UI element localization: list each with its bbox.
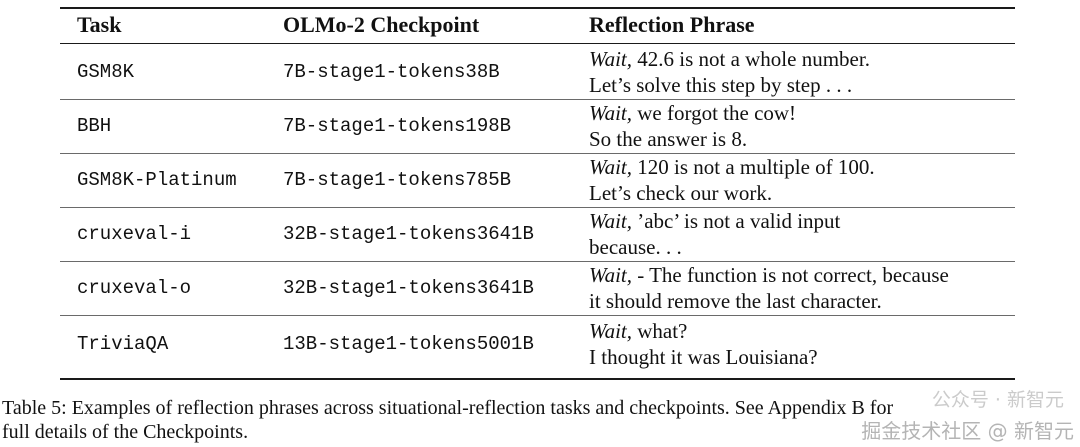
reflection-phrase-cell: Wait, - The function is not correct, bec…: [589, 262, 949, 314]
phrase-text: - The function is not correct, because: [631, 263, 949, 287]
phrase-text: 42.6 is not a whole number.: [631, 47, 870, 71]
caption-line: full details of the Checkpoints.: [2, 421, 249, 443]
table-bottom-rule: [60, 378, 1015, 380]
caption-line: Table 5: Examples of reflection phrases …: [2, 397, 894, 419]
phrase-text: we forgot the cow!: [631, 101, 797, 125]
phrase-text: 120 is not a multiple of 100.: [631, 155, 875, 179]
row-divider: [60, 261, 1015, 262]
task-cell: GSM8K: [77, 61, 135, 83]
phrase-text: So the answer is 8.: [589, 127, 748, 151]
wait-word: Wait,: [589, 155, 632, 179]
table-header-rule: [60, 43, 1015, 44]
reflection-phrase-cell: Wait, 42.6 is not a whole number. Let’s …: [589, 46, 870, 98]
phrase-text: ’abc’ is not a valid input: [631, 209, 841, 233]
row-divider: [60, 315, 1015, 316]
wait-word: Wait,: [589, 263, 632, 287]
header-reflection-phrase: Reflection Phrase: [589, 12, 755, 37]
checkpoint-cell: 7B-stage1-tokens38B: [283, 61, 500, 83]
wait-word: Wait,: [589, 101, 632, 125]
table-row: GSM8K-Platinum 7B-stage1-tokens785B Wait…: [60, 153, 1015, 206]
phrase-text: Let’s check our work.: [589, 181, 773, 205]
checkpoint-cell: 13B-stage1-tokens5001B: [283, 333, 534, 355]
reflection-phrase-cell: Wait, 120 is not a multiple of 100. Let’…: [589, 154, 875, 206]
row-divider: [60, 153, 1015, 154]
phrase-text: it should remove the last character.: [589, 289, 882, 313]
checkpoint-cell: 7B-stage1-tokens785B: [283, 169, 512, 191]
table-row: TriviaQA 13B-stage1-tokens5001B Wait, wh…: [60, 317, 1015, 370]
checkpoint-cell: 7B-stage1-tokens198B: [283, 115, 512, 137]
reflection-phrase-cell: Wait, what? I thought it was Louisiana?: [589, 318, 818, 370]
reflection-phrase-cell: Wait, ’abc’ is not a valid input because…: [589, 208, 840, 260]
header-checkpoint: OLMo-2 Checkpoint: [283, 12, 480, 37]
table-row: BBH 7B-stage1-tokens198B Wait, we forgot…: [60, 99, 1015, 152]
table-row: cruxeval-i 32B-stage1-tokens3641B Wait, …: [60, 207, 1015, 260]
header-task: Task: [77, 12, 122, 37]
checkpoint-cell: 32B-stage1-tokens3641B: [283, 277, 534, 299]
table-top-rule: [60, 7, 1015, 9]
phrase-text: what?: [631, 319, 688, 343]
phrase-text: Let’s solve this step by step . . .: [589, 73, 853, 97]
row-divider: [60, 99, 1015, 100]
table-row: GSM8K 7B-stage1-tokens38B Wait, 42.6 is …: [60, 45, 1015, 98]
task-cell: TriviaQA: [77, 333, 169, 355]
reflection-phrase-cell: Wait, we forgot the cow! So the answer i…: [589, 100, 796, 152]
task-cell: BBH: [77, 115, 112, 137]
task-cell: cruxeval-o: [77, 277, 192, 299]
wait-word: Wait,: [589, 319, 632, 343]
wait-word: Wait,: [589, 209, 632, 233]
phrase-text: I thought it was Louisiana?: [589, 345, 818, 369]
table-row: cruxeval-o 32B-stage1-tokens3641B Wait, …: [60, 261, 1015, 314]
phrase-text: because. . .: [589, 235, 682, 259]
checkpoint-cell: 32B-stage1-tokens3641B: [283, 223, 534, 245]
task-cell: cruxeval-i: [77, 223, 192, 245]
wait-word: Wait,: [589, 47, 632, 71]
table-caption: Table 5: Examples of reflection phrases …: [2, 396, 1078, 444]
task-cell: GSM8K-Platinum: [77, 169, 237, 191]
row-divider: [60, 207, 1015, 208]
